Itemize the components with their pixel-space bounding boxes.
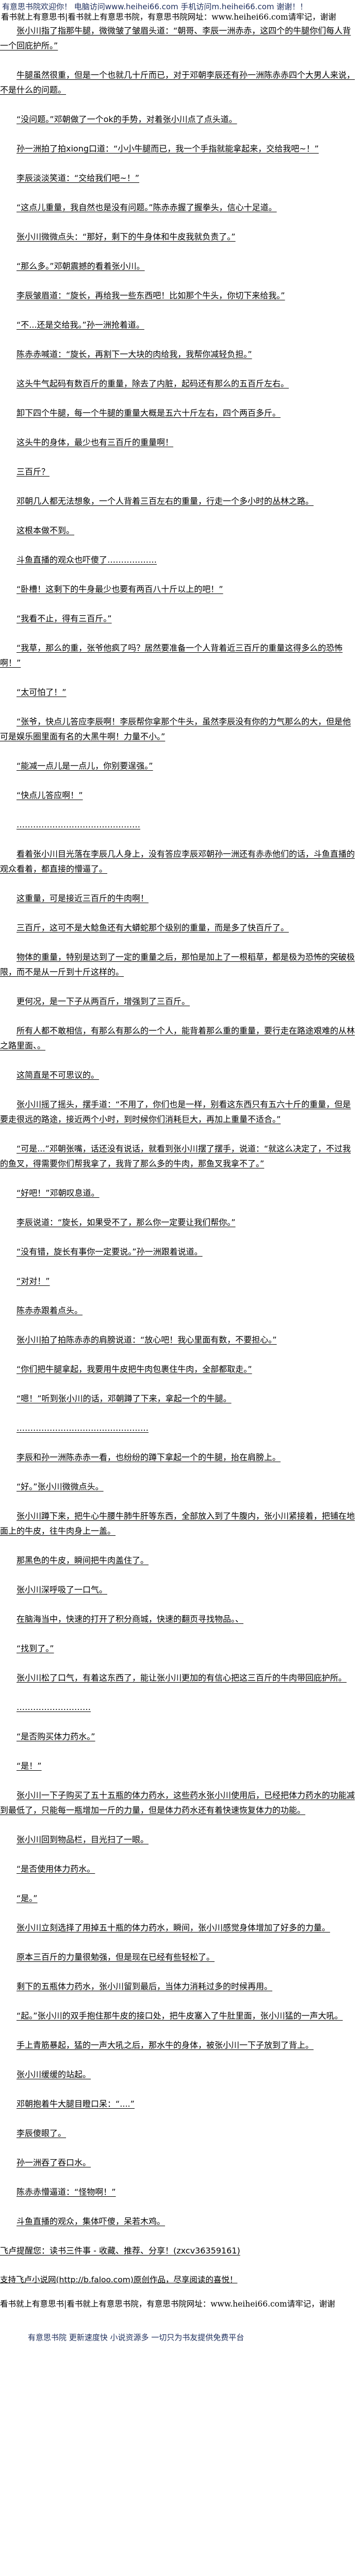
- story-paragraph: 陈赤赤跟着点头。: [17, 1306, 83, 1315]
- story-paragraph: “太可怕了！”: [17, 687, 67, 697]
- story-paragraph: 张小川缓缓的站起。: [17, 2070, 91, 2079]
- story-paragraph: 物体的重量，特别是达到了一定的重量之后，那怕是加上了一根稻草，都是极为恐怖的突破…: [0, 952, 355, 977]
- story-paragraph: ………………………………………: [17, 820, 140, 829]
- story-paragraph: 张小川一下子购买了五十五瓶的体力药水，这些药水张小川使用后，已经把体力药水的功能…: [0, 1790, 355, 1815]
- story-paragraph: 这根本做不到。: [17, 526, 75, 535]
- story-paragraph: 张小川指了指那牛腿，微微皱了皱眉头道：“朝哥、李辰一洲赤赤，这四个的牛腿你们每人…: [0, 26, 351, 50]
- story-paragraph: “张爷，快点儿答应李辰啊！李辰帮你拿那个牛头，虽然李辰没有你的力气那么的大，但是…: [0, 717, 351, 741]
- story-paragraph: 这头牛的身体，最少也有三百斤的重量啊！: [17, 437, 174, 447]
- site-welcome-banner: 有意思书院欢迎你！ 电脑访问www.heihei66.com 手机访问m.hei…: [2, 2, 308, 11]
- story-paragraph: “好吧！”邓朝叹息道。: [17, 1188, 100, 1198]
- story-paragraph: 三百斤，这可不是大鲶鱼还有大蟒蛇那个级别的重量，而是多了快百斤了。: [17, 923, 289, 933]
- faloo-support-note: 支持飞卢小说网(http://b.faloo.com)原创作品，尽享阅读的喜悦！: [0, 2275, 238, 2284]
- story-paragraph: “是否购买体力药水。”: [17, 1732, 95, 1741]
- story-paragraph: “你们把牛腿拿起，我要用牛皮把牛肉包裹住牛肉，全部都取走。”: [17, 1364, 252, 1374]
- story-paragraph: 李辰淡淡笑道：“交给我们吧~！”: [17, 173, 139, 183]
- story-paragraph: 这头牛气起码有数百斤的重量，除去了内脏，起码还有那么的五百斤左右。: [17, 379, 289, 388]
- story-paragraph: 陈赤赤喊道：“旋长，再割下一大块的肉给我，我帮你减轻负担。”: [17, 349, 252, 359]
- story-paragraph: 斗鱼直播的观众，集体吓傻，呆若木鸡。: [17, 2216, 166, 2226]
- story-paragraph: 张小川松了口气，有着这东西了，能让张小川更加的有信心把这三百斤的牛肉带回庇护所。: [17, 1673, 347, 1683]
- story-paragraph: “可是...”邓朝张嘴，话还没有说话，就看到张小川摆了摆手，说道：“就这么决定了…: [0, 1144, 351, 1168]
- story-paragraph: “卧槽！这剩下的牛身最少也要有两百八十斤以上的吧！”: [17, 584, 223, 594]
- story-paragraph: “起。”张小川的双手抱住那牛皮的接口处，把牛皮塞入了牛肚里面，张小川猛的一声大吼…: [17, 2011, 343, 2021]
- story-paragraph: 所有人都不敢相信，有那么有那么的一个人，能背着那么重的重量，要行走在路途艰难的从…: [0, 1026, 355, 1050]
- story-paragraph: 李辰傻眼了。: [17, 2128, 67, 2138]
- story-paragraph: “是！”: [17, 1761, 42, 1771]
- story-paragraph: 李辰皱眉道：“旋长，再给我一些东西吧！比如那个牛头，你切下来给我。”: [17, 291, 285, 300]
- story-paragraph: 李辰和孙一洲陈赤赤一看，也纷纷的蹲下拿起一个的牛腿，抬在肩膀上。: [17, 1452, 281, 1462]
- story-paragraph: “我看不止，得有三百斤。”: [17, 614, 112, 623]
- story-paragraph: 那黑色的牛皮，瞬间把牛肉盖住了。: [17, 1555, 149, 1565]
- story-paragraph: 陈赤赤懵逼道：“怪物啊！”: [17, 2187, 116, 2197]
- story-paragraph: 邓朝几人都无法想象，一个人背着三百左右的重量，行走一个多小时的丛林之路。: [17, 496, 314, 506]
- story-paragraph: “是否使用体力药水。: [17, 1864, 95, 1874]
- story-paragraph: “没问题。”邓朝做了一个ok的手势，对着张小川点了点头道。: [17, 114, 237, 124]
- story-paragraph: 在脑海当中，快速的打开了积分商城，快速的翻页寻找物品。、: [17, 1614, 244, 1624]
- story-paragraph: 这重量，可是接近三百斤的牛肉啊！: [17, 893, 149, 903]
- story-paragraph: “不...还是交给我。”孙一洲抢着道。: [17, 320, 144, 330]
- story-paragraph: “是。”: [17, 1893, 38, 1903]
- story-paragraph: 斗鱼直播的观众也吓傻了………………: [17, 555, 157, 565]
- story-paragraph: 孙一洲吞了吞口水。: [17, 2158, 91, 2167]
- story-paragraph: “快点儿答应啊！”: [17, 790, 83, 800]
- story-paragraph: 牛腿虽然很重，但是一个也就几十斤而已，对于邓朝李辰还有孙一洲陈赤赤四个大男人来说…: [0, 70, 355, 95]
- story-paragraph: 三百斤？: [17, 467, 50, 477]
- chapter-body: 张小川指了指那牛腿，微微皱了皱眉头道：“朝哥、李辰一洲赤赤，这四个的牛腿你们每人…: [0, 23, 356, 2258]
- story-paragraph: “我草，那么的重，张爷他疯了吗？居然要准备一个人背着近三百斤的重量这得多么的恐怖…: [0, 643, 343, 668]
- story-paragraph: “那么多。”邓朝震撼的看着张小川。: [17, 261, 145, 271]
- story-paragraph: 孙一洲拍了拍xiong口道：“小小牛腿而已，我一个手指就能拿起来，交给我吧~！”: [17, 144, 319, 154]
- story-paragraph: “没有错，旋长有事你一定要说。”孙一洲跟着说道。: [17, 1247, 203, 1257]
- story-paragraph: 邓朝抱着牛大腿目瞪口呆：“....”: [17, 2099, 135, 2109]
- story-paragraph: 张小川深呼吸了一口气。: [17, 1585, 108, 1595]
- story-paragraph: ………………………: [17, 1702, 91, 1712]
- reading-reminder: 飞卢提醒您：读书三件事 - 收藏、推荐、分享！(zxcv36359161): [0, 2246, 240, 2256]
- story-paragraph: …………………………………………: [17, 1423, 149, 1433]
- story-paragraph: “对对！”: [17, 1276, 50, 1286]
- story-paragraph: 李辰说道：“旋长，如果受不了，那么你一定要让我们帮你。”: [17, 1217, 236, 1227]
- story-paragraph: “好。”张小川微微点头。: [17, 1482, 104, 1492]
- story-paragraph: 卸下四个牛腿，每一个牛腿的重量大概是五六十斤左右，四个两百多斤。: [17, 408, 281, 418]
- story-paragraph: 张小川微微点头：“那好，剩下的牛身体和牛皮我就负责了。”: [17, 232, 236, 242]
- story-paragraph: 张小川摇了摇头，摆手道：“不用了，你们也是一样，别看这东西只有五六十斤的重量，但…: [0, 1099, 351, 1124]
- story-paragraph: 看着张小川目光落在李辰几人身上，没有答应李辰邓朝孙一洲还有赤赤他们的话，斗鱼直播…: [0, 849, 355, 874]
- story-paragraph: “嗯！”听到张小川的话，邓朝蹲了下来，拿起一个的牛腿。: [17, 1394, 232, 1403]
- story-paragraph: 更何况，是一下子从两百斤，增强到了三百斤。: [17, 996, 190, 1006]
- site-address-notice-footer: 看书就上有意思书|看书就上有意思书院，有意思书院网址：www.heihei66.…: [0, 2299, 335, 2309]
- story-paragraph: “找到了。”: [17, 1643, 54, 1653]
- site-slogan: 有意思书院 更新速度快 小说资源多 一切只为书友提供免费平台: [28, 2333, 244, 2342]
- story-paragraph: 剩下的五瓶体力药水，张小川留到最后，当体力消耗过多的时候再用。: [17, 1981, 273, 1991]
- site-address-notice: 看书就上有意思书|看书就上有意思书院，有意思书院网址：www.heihei66.…: [1, 12, 336, 22]
- story-paragraph: 手上青筋暴起，猛的一声大吼之后，那水牛的身体，被张小川一下子放到了背上。: [17, 2040, 314, 2050]
- story-paragraph: 张小川拍了拍陈赤赤的肩膀说道：“放心吧！我心里面有数，不要担心。”: [17, 1335, 277, 1345]
- story-paragraph: “能减一点儿是一点儿，你别要逞强。”: [17, 761, 153, 771]
- story-paragraph: 张小川立刻选择了用掉五十瓶的体力药水，瞬间，张小川感觉身体增加了好多的力量。: [17, 1923, 331, 1933]
- story-paragraph: 张小川蹲下来，把牛心牛腰牛肺牛肝等东西，全部放入到了牛腹内，张小川紧接着，把铺在…: [0, 1511, 355, 1536]
- story-paragraph: 原本三百斤的力量很勉强，但是现在已经有些轻松了。: [17, 1952, 215, 1962]
- story-paragraph: 这简直是不可思议的。: [17, 1070, 100, 1080]
- page-footer: 支持飞卢小说网(http://b.faloo.com)原创作品，尽享阅读的喜悦！…: [0, 2273, 361, 2353]
- story-paragraph: 张小川回到物品栏，目光扫了一眼。: [17, 1835, 149, 1844]
- story-paragraph: “这点儿重量，我自然也是没有问题。”陈赤赤握了握拳头，信心十足道。: [17, 202, 277, 212]
